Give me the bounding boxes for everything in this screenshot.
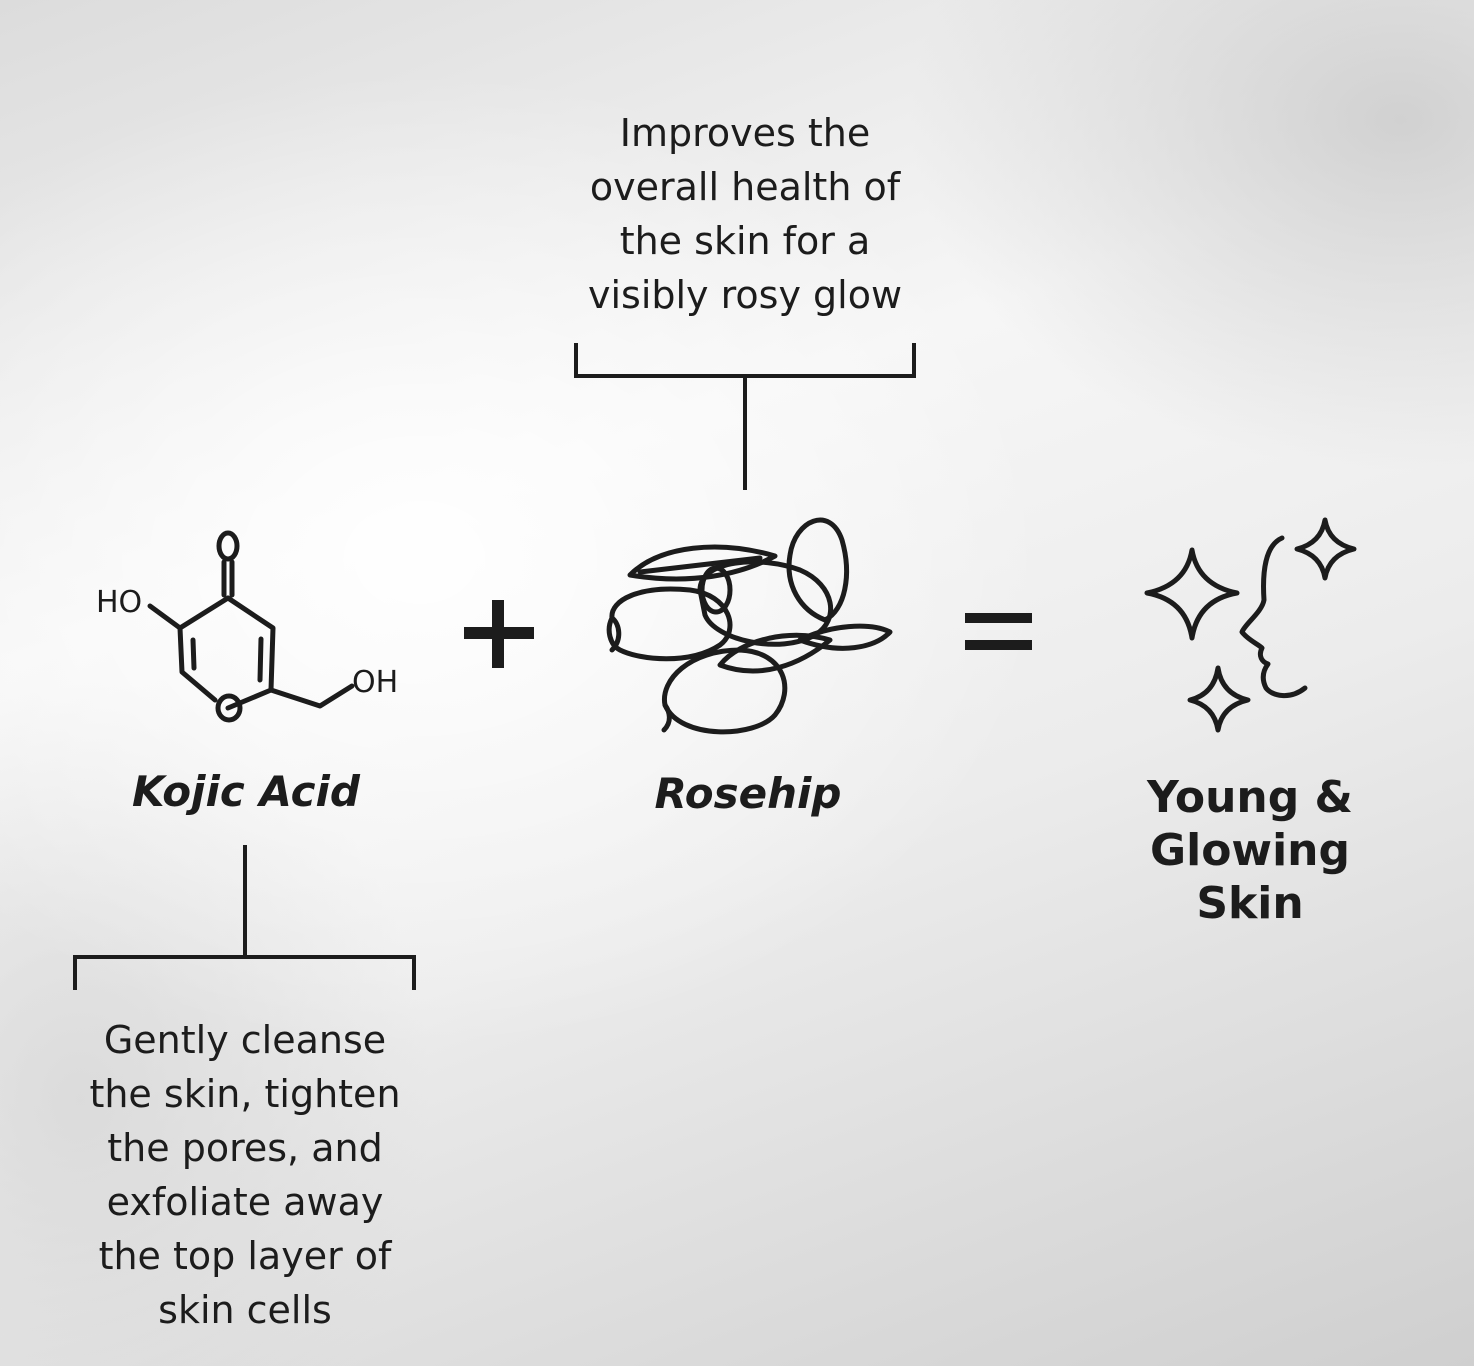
bottom-sparkle-icon — [1187, 665, 1251, 733]
molecule-oh-label: OH — [352, 665, 398, 700]
kojic-acid-description: Gently cleanse the skin, tighten the por… — [89, 1018, 401, 1332]
small-sparkle-icon — [1294, 517, 1357, 581]
ingredient-label-rosehip: Rosehip — [654, 769, 842, 818]
molecule-ho-label: HO — [96, 585, 142, 620]
face-profile-icon — [1239, 535, 1308, 698]
rosehip-bracket — [574, 343, 916, 490]
result-label: Young & Glowing Skin — [1147, 772, 1353, 929]
rosehip-description: Improves the overall health of the skin … — [587, 111, 903, 317]
large-sparkle-icon — [1144, 547, 1240, 641]
ingredient-label-kojic-acid: Kojic Acid — [132, 767, 360, 816]
kojic-acid-bracket — [73, 845, 416, 990]
